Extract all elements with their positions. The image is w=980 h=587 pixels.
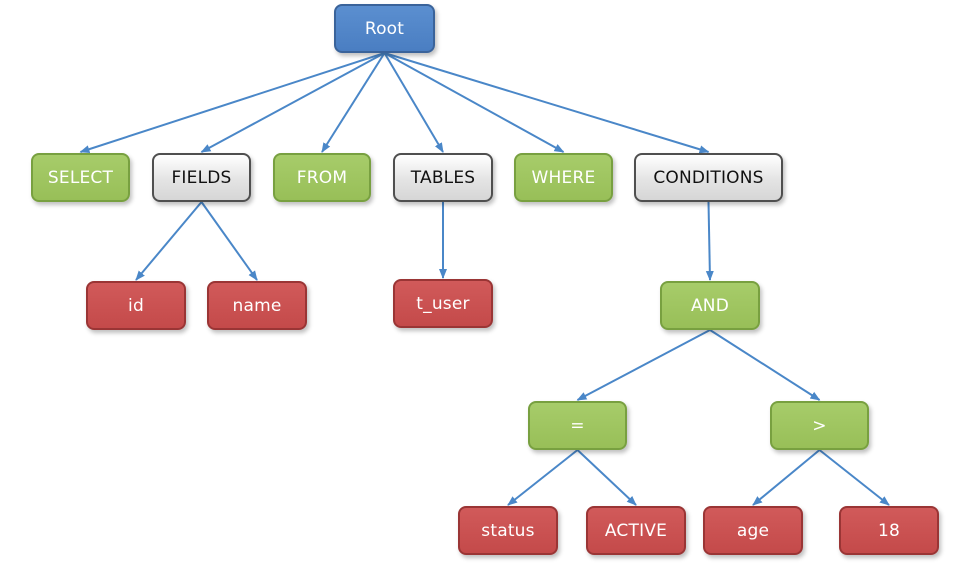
edge-and-to-gt [709, 329, 821, 401]
select-node: SELECT [31, 153, 130, 202]
equals-node: = [528, 401, 627, 450]
root-node: Root [334, 4, 435, 53]
edge-root-to-where [384, 52, 565, 153]
eighteen-value-node: 18 [839, 506, 939, 555]
edge-root-to-from [321, 52, 386, 153]
status-node: status [458, 506, 558, 555]
edge-gt-to-eighteen [818, 449, 890, 506]
edge-root-to-select [79, 52, 385, 154]
age-node: age [703, 506, 803, 555]
edge-eq-to-active [576, 449, 637, 506]
edge-eq-to-status [507, 449, 579, 506]
fields-node: FIELDS [152, 153, 251, 202]
name-field-node: name [207, 281, 307, 330]
from-node: FROM [273, 153, 371, 202]
edge-root-to-fields [200, 52, 385, 153]
edge-conditions-to-and [705, 201, 714, 281]
edge-root-to-tables [383, 52, 444, 153]
greater-than-node: > [770, 401, 869, 450]
edge-root-to-conditions [384, 52, 710, 154]
and-node: AND [660, 281, 760, 330]
t-user-table-node: t_user [393, 279, 493, 328]
tables-node: TABLES [393, 153, 493, 202]
id-field-node: id [86, 281, 186, 330]
edge-fields-to-id [135, 201, 203, 281]
edge-gt-to-age [752, 449, 821, 506]
active-value-node: ACTIVE [586, 506, 686, 555]
conditions-node: CONDITIONS [634, 153, 783, 202]
edge-fields-to-name [200, 201, 258, 281]
where-node: WHERE [514, 153, 613, 202]
edge-and-to-eq [576, 329, 711, 401]
